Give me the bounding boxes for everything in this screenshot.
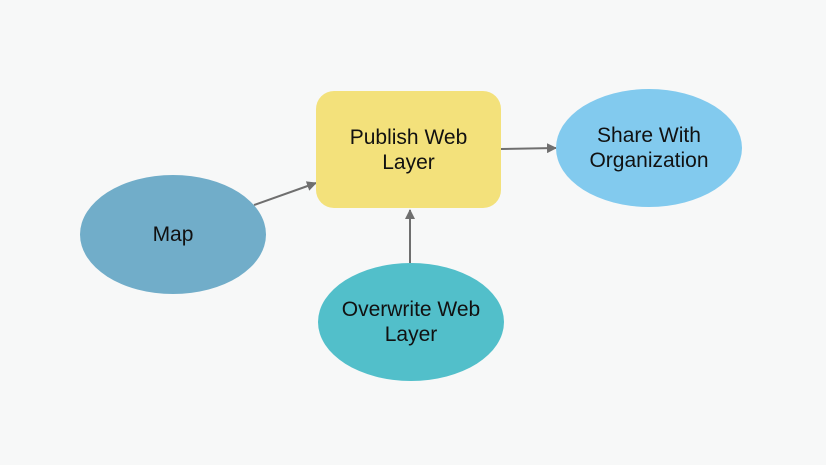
share-with-organization-node[interactable]: Share With Organization — [556, 89, 742, 207]
map-node[interactable]: Map — [80, 175, 266, 294]
overwrite-web-layer-node[interactable]: Overwrite Web Layer — [318, 263, 504, 381]
share-with-organization-node-label: Share With Organization — [589, 124, 709, 172]
map-node-label: Map — [152, 223, 194, 246]
publish-web-layer-node-label: Publish Web Layer — [349, 125, 468, 174]
connector-publish-to-share[interactable] — [500, 143, 557, 154]
connector-map-to-publish[interactable] — [253, 181, 317, 206]
publish-web-layer-node[interactable]: Publish Web Layer — [316, 91, 501, 208]
overwrite-web-layer-node-label: Overwrite Web Layer — [341, 298, 481, 346]
